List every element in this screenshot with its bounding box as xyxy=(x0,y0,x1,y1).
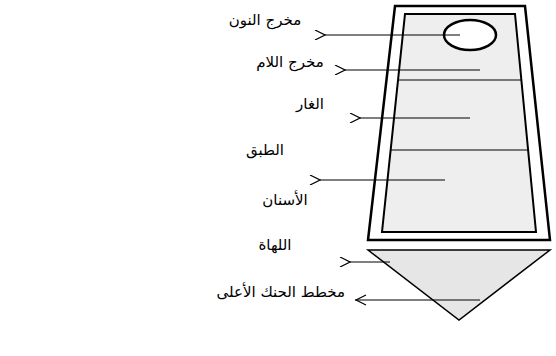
arrow-head xyxy=(356,295,366,305)
leader-arrow xyxy=(320,179,445,180)
part-label: الغار xyxy=(296,95,324,113)
leader-arrow xyxy=(345,69,480,70)
part-label: اللهاة xyxy=(258,236,291,254)
diagram-caption: مخطط الحنك الأعلى xyxy=(216,283,345,301)
teeth-triangle xyxy=(368,250,550,320)
leader-arrow xyxy=(355,299,480,300)
divider-line xyxy=(398,80,521,81)
divider-line xyxy=(391,150,528,151)
part-label: مخرج النون xyxy=(229,11,301,29)
part-label: الأسنان xyxy=(262,191,307,209)
part-label: مخرج اللام xyxy=(256,53,323,71)
palate-inner-outline xyxy=(382,14,536,232)
leader-arrow xyxy=(325,34,460,35)
palate-outer-outline xyxy=(368,6,550,240)
leader-arrow xyxy=(360,117,470,118)
part-label: الطبق xyxy=(246,141,284,159)
leader-arrow xyxy=(350,261,390,262)
